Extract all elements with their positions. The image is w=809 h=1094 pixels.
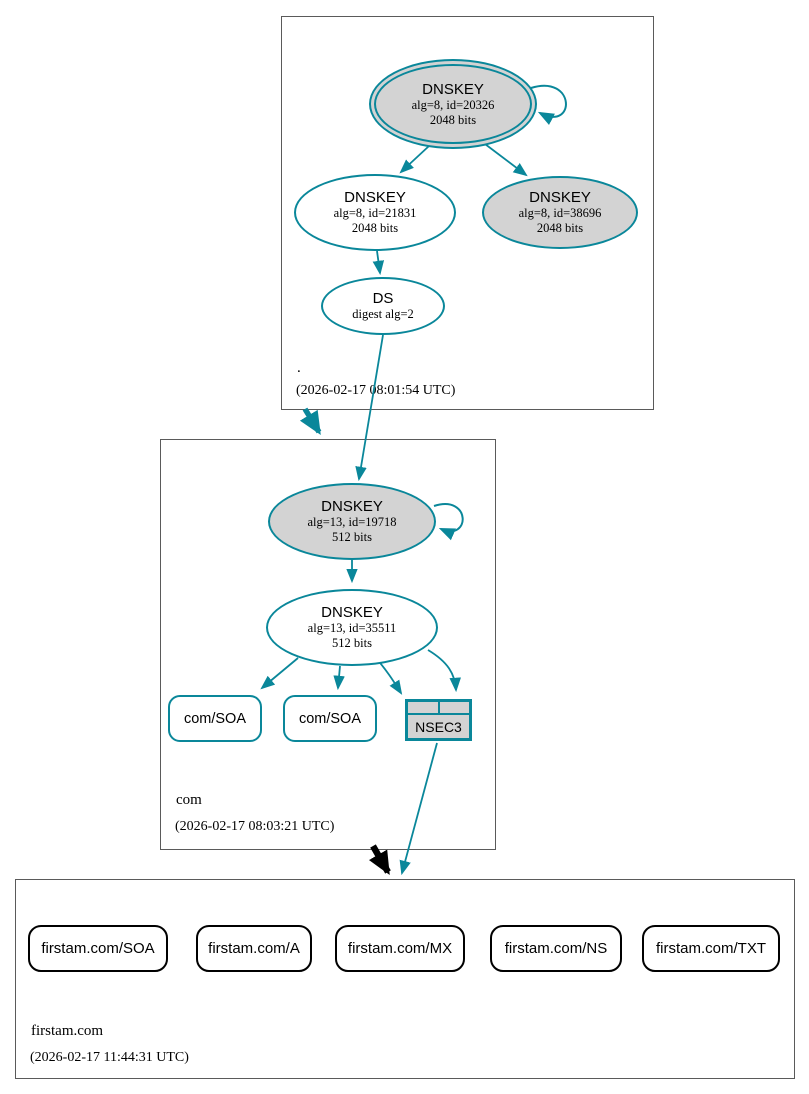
dnskey-com-zsk-35511[interactable]: DNSKEY alg=13, id=35511 512 bits — [266, 589, 438, 666]
zone-timestamp-firstam-com: (2026-02-17 11:44:31 UTC) — [30, 1050, 189, 1065]
rrset-firstam-com-ns[interactable]: firstam.com/NS — [490, 925, 622, 972]
edge-com-zsk-to-soa2 — [333, 665, 345, 691]
zone-box-firstam-com: firstam.com (2026-02-17 11:44:31 UTC) — [15, 879, 795, 1079]
rrset-firstam-com-a[interactable]: firstam.com/A — [196, 925, 312, 972]
zone-name-firstam-com: firstam.com — [31, 1023, 104, 1039]
edge-nsec3-to-firstam — [399, 742, 438, 876]
dnskey-bits: 2048 bits — [429, 112, 477, 127]
nsec3-label: NSEC3 — [415, 718, 462, 735]
edge-com-zsk-to-soa1 — [260, 657, 299, 690]
dnskey-bits: 2048 bits — [351, 221, 399, 235]
dnskey-bits: 512 bits — [332, 530, 372, 544]
rrset-com-soa-1[interactable]: com/SOA — [168, 695, 262, 742]
edge-delegation-com-to-firstam — [368, 844, 391, 876]
zone-name-root: . — [297, 360, 301, 376]
rrset-label: firstam.com/MX — [347, 940, 453, 957]
dnskey-bits: 512 bits — [332, 636, 372, 650]
dnskey-root-ksk-20326[interactable]: DNSKEY alg=8, id=20326 2048 bits — [369, 59, 537, 149]
edge-root-zsk-to-ds — [372, 250, 385, 276]
dnskey-alg-id: alg=8, id=21831 — [333, 206, 417, 220]
zone-timestamp-com: (2026-02-17 08:03:21 UTC) — [175, 819, 335, 834]
rrset-label: firstam.com/TXT — [655, 940, 766, 957]
rrset-label: firstam.com/A — [208, 940, 300, 957]
dnskey-title: DNSKEY — [344, 189, 406, 206]
edge-delegation-root-to-com — [299, 407, 322, 435]
dnskey-title: DNSKEY — [529, 189, 591, 206]
dnskey-title: DNSKEY — [321, 498, 383, 515]
rrset-label: com/SOA — [183, 710, 247, 727]
zone-box-com: com (2026-02-17 08:03:21 UTC) — [160, 439, 496, 850]
edge-root-ksk-to-key38696 — [484, 143, 528, 177]
edge-root-ksk-selfloop — [530, 84, 567, 125]
ds-digest-alg: digest alg=2 — [352, 307, 414, 321]
dnskey-alg-id: alg=13, id=19718 — [307, 515, 397, 529]
rrset-label: com/SOA — [298, 710, 362, 727]
dnskey-title: DNSKEY — [321, 604, 383, 621]
rrset-com-soa-2[interactable]: com/SOA — [283, 695, 377, 742]
dnskey-title: DNSKEY — [422, 80, 484, 98]
rrset-firstam-com-soa[interactable]: firstam.com/SOA — [28, 925, 168, 972]
nsec3-header-cells — [408, 702, 469, 715]
rrset-label: firstam.com/NS — [504, 940, 608, 957]
dnskey-alg-id: alg=8, id=20326 — [411, 97, 495, 112]
ds-title: DS — [372, 290, 394, 307]
nsec3-cell — [437, 702, 470, 713]
dnskey-root-zsk-21831[interactable]: DNSKEY alg=8, id=21831 2048 bits — [294, 174, 456, 251]
nsec3-node[interactable]: NSEC3 — [405, 699, 472, 741]
dnskey-bits: 2048 bits — [536, 221, 584, 235]
edge-ds-to-com-ksk — [355, 334, 384, 482]
edge-root-ksk-to-zsk — [399, 145, 430, 174]
rrset-firstam-com-mx[interactable]: firstam.com/MX — [335, 925, 465, 972]
nsec3-cell — [408, 702, 438, 713]
rrset-label: firstam.com/SOA — [41, 940, 155, 957]
dnskey-com-ksk-19718[interactable]: DNSKEY alg=13, id=19718 512 bits — [268, 483, 436, 560]
dnskey-root-38696[interactable]: DNSKEY alg=8, id=38696 2048 bits — [482, 176, 638, 249]
ds-com-node[interactable]: DS digest alg=2 — [321, 277, 445, 335]
dnskey-alg-id: alg=13, id=35511 — [307, 621, 397, 635]
dnskey-alg-id: alg=8, id=38696 — [518, 206, 602, 220]
edge-com-ksk-selfloop — [433, 503, 464, 541]
zone-box-root: . (2026-02-17 08:01:54 UTC) — [281, 16, 654, 410]
rrset-firstam-com-txt[interactable]: firstam.com/TXT — [642, 925, 780, 972]
zone-name-com: com — [176, 792, 202, 808]
zone-timestamp-root: (2026-02-17 08:01:54 UTC) — [296, 383, 456, 398]
edge-com-zsk-to-nsec3-right — [427, 649, 461, 693]
